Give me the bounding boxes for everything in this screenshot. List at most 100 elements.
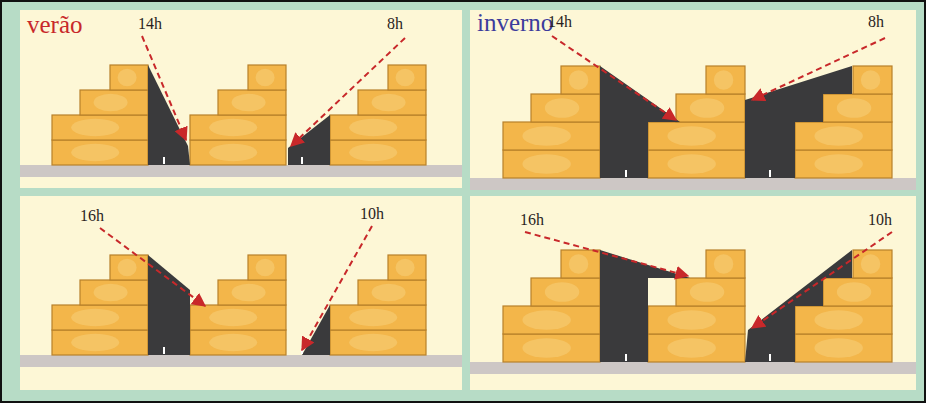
highlight <box>714 70 734 90</box>
highlight <box>861 254 881 274</box>
highlight <box>690 282 725 302</box>
building-block <box>80 280 148 305</box>
building-shadow <box>745 66 852 178</box>
highlight <box>545 282 580 302</box>
highlight <box>71 119 119 137</box>
time-label: 8h <box>387 16 403 32</box>
highlight <box>256 69 275 87</box>
building-block <box>248 65 286 90</box>
highlight <box>690 98 725 118</box>
sun-ray-arrow <box>552 36 676 120</box>
highlight <box>118 259 137 277</box>
building-block <box>648 150 745 178</box>
building-block <box>676 278 745 306</box>
building-block <box>795 150 892 178</box>
highlight <box>814 126 863 146</box>
highlight <box>118 69 137 87</box>
building-block <box>823 94 892 122</box>
highlight <box>522 338 571 358</box>
building-block <box>248 255 286 280</box>
building-block <box>388 65 426 90</box>
building-block <box>52 140 148 165</box>
highlight <box>861 70 881 90</box>
highlight <box>372 94 406 112</box>
building-block <box>795 306 892 334</box>
building-block <box>648 306 745 334</box>
sun-ray-arrow <box>291 38 405 146</box>
building-block <box>330 115 426 140</box>
building-block <box>388 255 426 280</box>
building-shadow <box>600 250 690 362</box>
building-block <box>795 334 892 362</box>
highlight <box>837 98 872 118</box>
building-block <box>561 250 600 278</box>
highlight <box>837 282 872 302</box>
person-mark <box>301 157 303 164</box>
person-mark <box>163 157 165 164</box>
highlight <box>667 338 716 358</box>
highlight <box>256 259 275 277</box>
time-label: 16h <box>80 208 104 224</box>
highlight <box>209 119 257 137</box>
highlight <box>349 119 397 137</box>
building-shadow <box>600 66 680 178</box>
highlight <box>667 154 716 174</box>
panel-background <box>20 196 462 390</box>
time-label: 14h <box>138 16 162 32</box>
sun-ray-arrow <box>100 228 205 306</box>
building-block <box>330 305 426 330</box>
ground-strip <box>20 355 462 367</box>
building-shadow <box>302 305 330 355</box>
building-block <box>853 66 892 94</box>
season-title: verão <box>27 12 83 37</box>
highlight <box>209 334 257 352</box>
highlight <box>522 154 571 174</box>
building-block <box>190 140 286 165</box>
building-block <box>853 250 892 278</box>
person-mark <box>769 354 771 361</box>
building-block <box>706 250 745 278</box>
person-mark <box>625 354 627 361</box>
building-block <box>190 330 286 355</box>
sun-ray-arrow <box>752 38 885 100</box>
highlight <box>232 284 266 302</box>
highlight <box>209 144 257 162</box>
person-mark <box>625 170 627 177</box>
building-block <box>80 90 148 115</box>
sun-ray-arrow <box>142 36 186 140</box>
sun-ray-arrow <box>525 232 688 276</box>
building-block <box>676 94 745 122</box>
person-mark <box>769 170 771 177</box>
highlight <box>372 284 406 302</box>
highlight <box>94 94 128 112</box>
building-shadow <box>148 255 190 355</box>
building-block <box>358 90 426 115</box>
highlight <box>814 310 863 330</box>
time-label: 10h <box>868 212 892 228</box>
highlight <box>396 259 415 277</box>
highlight <box>814 154 863 174</box>
highlight <box>349 144 397 162</box>
time-label: 10h <box>360 206 384 222</box>
building-block <box>503 334 600 362</box>
building-block <box>358 280 426 305</box>
highlight <box>396 69 415 87</box>
building-block <box>110 65 148 90</box>
highlight <box>522 126 571 146</box>
building-shadow <box>148 65 190 165</box>
highlight <box>71 309 119 327</box>
building-block <box>503 150 600 178</box>
panel-background <box>20 10 462 188</box>
highlight <box>71 334 119 352</box>
building-block <box>706 66 745 94</box>
ground-strip <box>470 178 916 190</box>
highlight <box>714 254 734 274</box>
building-shadow <box>288 115 330 165</box>
building-block <box>218 280 286 305</box>
building-block <box>531 94 600 122</box>
highlight <box>814 338 863 358</box>
sun-ray-arrow <box>302 226 372 350</box>
season-title: inverno <box>477 10 553 35</box>
person-mark <box>163 347 165 354</box>
building-block <box>648 334 745 362</box>
